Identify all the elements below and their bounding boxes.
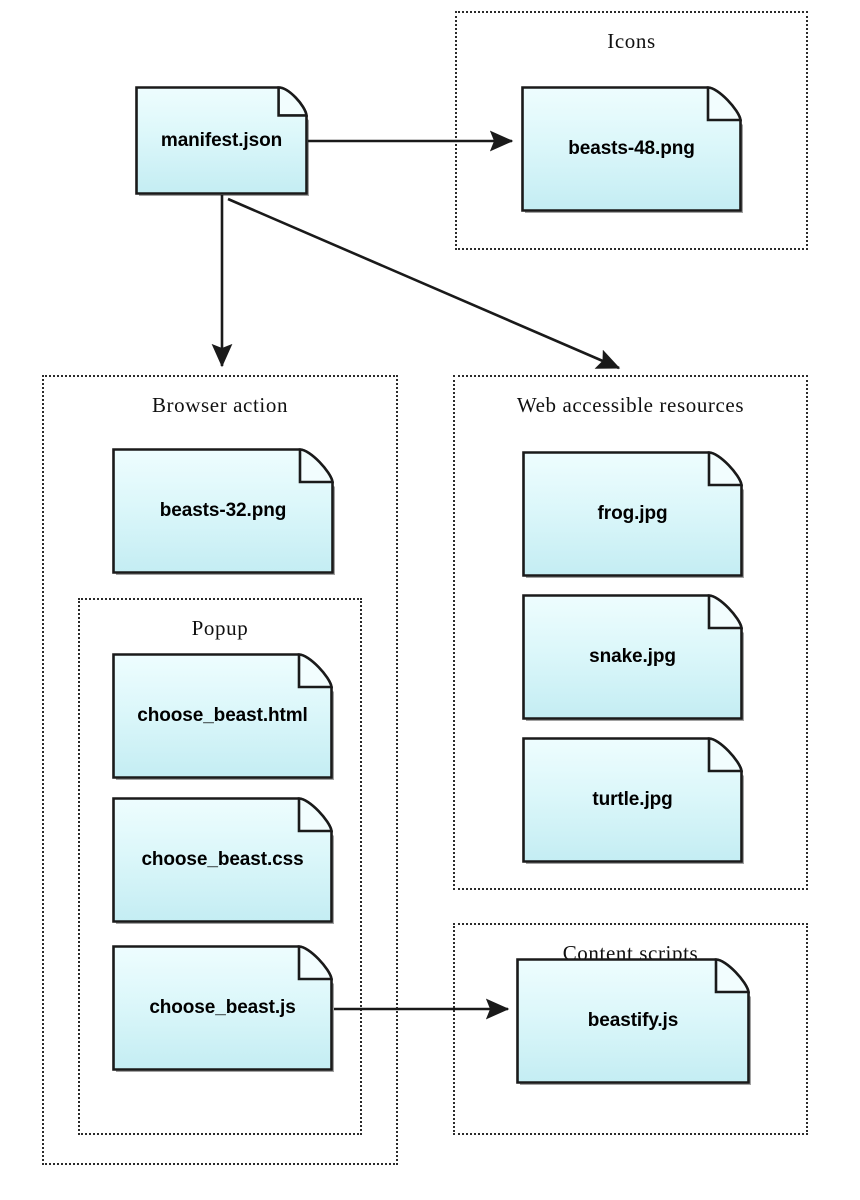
file-node-choose-beast-html: choose_beast.html: [112, 653, 334, 780]
file-node-choose-beast-css: choose_beast.css: [112, 797, 334, 924]
file-label-beasts-48-png: beasts-48.png: [568, 138, 695, 159]
file-label-frog-jpg: frog.jpg: [597, 503, 668, 524]
file-shape-choose-beast-js: [112, 945, 334, 1072]
file-shape-snake-jpg: [522, 594, 744, 721]
file-node-beasts-32-png: beasts-32.png: [112, 448, 335, 575]
group-title-icons: Icons: [607, 29, 656, 53]
file-shape-beastify-js: [516, 958, 751, 1085]
file-shape-beasts-32-png: [112, 448, 335, 575]
file-label-choose-beast-html: choose_beast.html: [137, 705, 308, 726]
file-node-frog-jpg: frog.jpg: [522, 451, 744, 578]
file-label-turtle-jpg: turtle.jpg: [592, 789, 673, 810]
file-node-manifest-json: manifest.json: [135, 86, 309, 196]
file-label-choose-beast-js: choose_beast.js: [149, 997, 296, 1018]
group-web-accessible-resources: Web accessible resources: [453, 375, 808, 890]
file-node-turtle-jpg: turtle.jpg: [522, 737, 744, 864]
file-shape-choose-beast-html: [112, 653, 334, 780]
file-shape-frog-jpg: [522, 451, 744, 578]
group-title-browser-action: Browser action: [151, 393, 289, 417]
file-node-beasts-48-png: beasts-48.png: [521, 86, 743, 213]
file-label-manifest-json: manifest.json: [160, 129, 283, 151]
file-label-choose-beast-css: choose_beast.css: [141, 849, 304, 870]
file-node-beastify-js: beastify.js: [516, 958, 751, 1085]
file-node-choose-beast-js: choose_beast.js: [112, 945, 334, 1072]
file-shape-beasts-48-png: [521, 86, 743, 213]
file-label-beastify-js: beastify.js: [587, 1010, 679, 1031]
file-label-beasts-32-png: beasts-32.png: [159, 500, 287, 521]
group-title-popup: Popup: [191, 616, 249, 640]
file-shape-choose-beast-css: [112, 797, 334, 924]
group-icons: Icons: [455, 11, 808, 250]
file-shape-turtle-jpg: [522, 737, 744, 864]
file-label-snake-jpg: snake.jpg: [589, 646, 676, 667]
group-popup: Popup: [78, 598, 362, 1135]
file-node-snake-jpg: snake.jpg: [522, 594, 744, 721]
group-title-web-accessible-resources: Web accessible resources: [516, 393, 745, 417]
file-shape-manifest-json: [135, 86, 309, 196]
group-browser-action: Browser action: [42, 375, 398, 1165]
